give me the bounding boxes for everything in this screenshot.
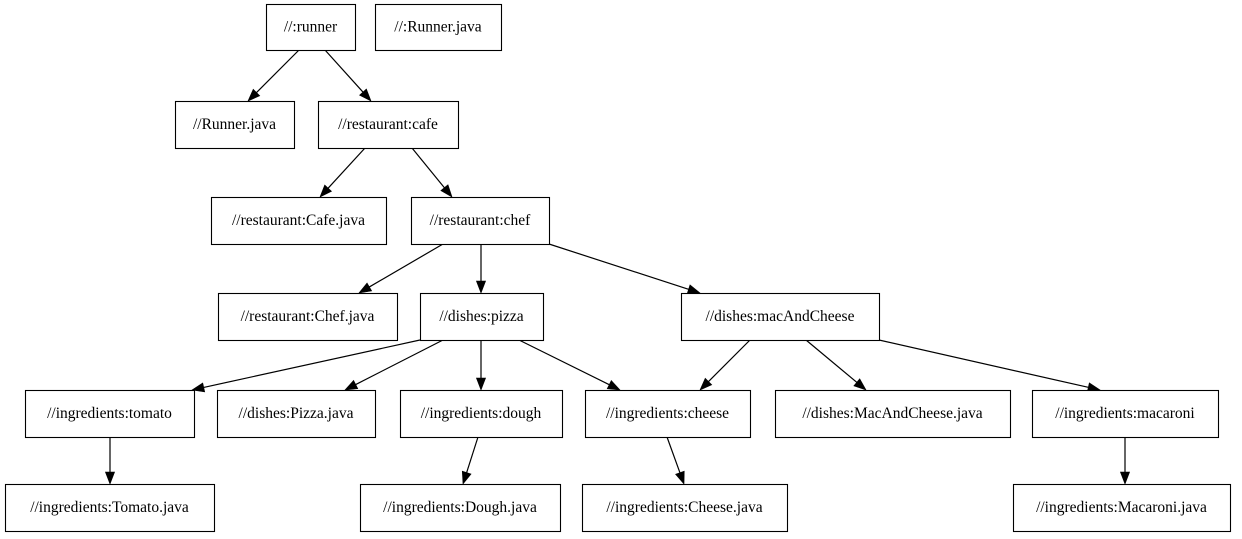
- edge-layer: [104, 49, 1131, 485]
- graph-node-restaurant_chef[interactable]: //restaurant:chef: [410, 196, 551, 246]
- graph-node-label: //ingredients:dough: [421, 405, 542, 422]
- graph-node-runner[interactable]: //:runner: [265, 3, 357, 52]
- graph-node-label: //ingredients:Dough.java: [383, 499, 537, 516]
- graph-node-label: //dishes:MacAndCheese.java: [802, 405, 982, 422]
- graph-edge: [666, 436, 685, 485]
- graph-edge: [358, 243, 444, 294]
- graph-node-label: //ingredients:Cheese.java: [606, 499, 762, 516]
- graph-node-label: //restaurant:cafe: [338, 116, 438, 133]
- graph-edge: [805, 339, 867, 391]
- graph-node-dough_java[interactable]: //ingredients:Dough.java: [359, 483, 562, 533]
- graph-edge: [344, 339, 444, 391]
- graph-node-ing_macaroni[interactable]: //ingredients:macaroni: [1031, 389, 1220, 439]
- graph-node-label: //ingredients:tomato: [47, 405, 172, 422]
- graph-node-dishes_pizza[interactable]: //dishes:pizza: [419, 292, 545, 342]
- node-layer: //:runner //:Runner.java //Runner.java //re…: [4, 3, 1232, 533]
- graph-edge: [548, 243, 701, 294]
- graph-node-label: //dishes:Pizza.java: [239, 405, 354, 422]
- graph-node-label: //Runner.java: [193, 116, 276, 133]
- graph-edge: [878, 339, 1101, 393]
- graph-node-label: //ingredients:cheese: [606, 405, 729, 422]
- graph-node-chef_java[interactable]: //restaurant:Chef.java: [217, 292, 399, 342]
- graph-node-label: //dishes:pizza: [439, 308, 523, 325]
- graph-node-label: //:runner: [284, 19, 338, 36]
- graph-node-runner_java_root[interactable]: //:Runner.java: [374, 3, 503, 52]
- graph-edge: [411, 147, 453, 198]
- graph-edge: [518, 339, 621, 391]
- graph-node-cheese_java[interactable]: //ingredients:Cheese.java: [581, 483, 789, 533]
- graph-edge: [319, 147, 366, 198]
- graph-edge: [461, 436, 479, 485]
- graph-node-ing_tomato[interactable]: //ingredients:tomato: [24, 389, 196, 439]
- graph-edge: [1119, 437, 1131, 485]
- graph-node-mac_java[interactable]: //dishes:MacAndCheese.java: [774, 389, 1012, 439]
- graph-node-tomato_java[interactable]: //ingredients:Tomato.java: [4, 483, 216, 533]
- graph-node-label: //ingredients:macaroni: [1055, 405, 1195, 422]
- graph-node-label: //restaurant:Cafe.java: [232, 212, 365, 229]
- graph-edge: [699, 339, 751, 391]
- graph-node-runner_java[interactable]: //Runner.java: [174, 100, 296, 150]
- graph-node-ing_cheese[interactable]: //ingredients:cheese: [584, 389, 752, 439]
- graph-node-macaroni_java[interactable]: //ingredients:Macaroni.java: [1012, 483, 1232, 533]
- graph-node-label: //ingredients:Macaroni.java: [1036, 499, 1207, 516]
- graph-edge: [104, 437, 116, 485]
- graph-node-restaurant_cafe[interactable]: //restaurant:cafe: [317, 100, 460, 150]
- graph-node-label: //restaurant:Chef.java: [241, 308, 375, 325]
- graph-edge: [475, 340, 487, 391]
- graph-node-cafe_java[interactable]: //restaurant:Cafe.java: [210, 196, 388, 246]
- graph-edge: [247, 49, 300, 102]
- graph-node-ing_dough[interactable]: //ingredients:dough: [399, 389, 564, 439]
- graph-node-label: //ingredients:Tomato.java: [30, 499, 189, 516]
- graph-node-label: //dishes:macAndCheese: [706, 308, 855, 325]
- graph-node-label: //:Runner.java: [394, 19, 482, 36]
- graph-node-dishes_mac[interactable]: //dishes:macAndCheese: [680, 292, 881, 342]
- graph-node-pizza_java[interactable]: //dishes:Pizza.java: [216, 389, 377, 439]
- graph-edge: [324, 49, 372, 102]
- graph-edge: [191, 339, 421, 393]
- graph-node-label: //restaurant:chef: [430, 212, 532, 229]
- graph-edge: [475, 244, 487, 294]
